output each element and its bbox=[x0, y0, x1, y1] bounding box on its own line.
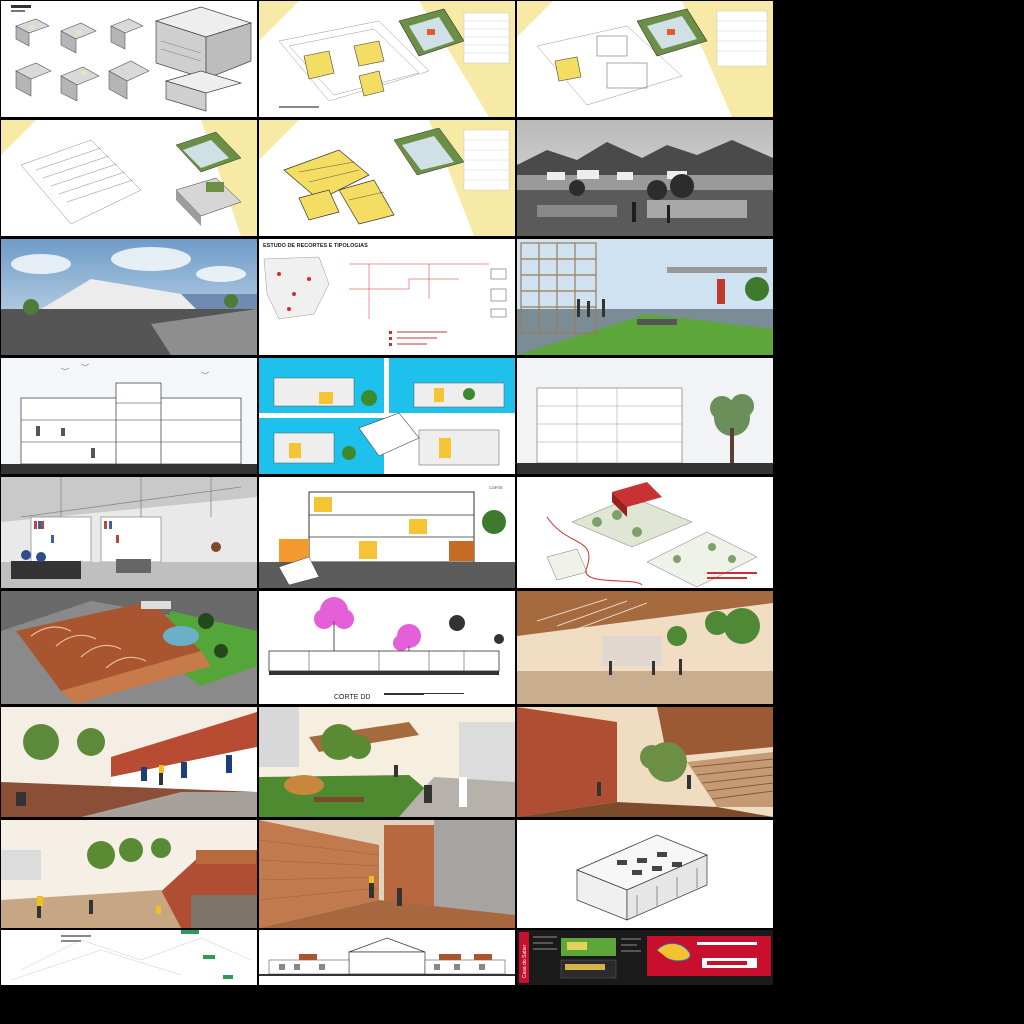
render-street-walk-image bbox=[1, 707, 257, 817]
render-courtyard-image bbox=[259, 707, 515, 817]
study-recortes-drawing: ESTUDO DE RECORTES E TIPOLOGIAS bbox=[259, 239, 515, 355]
tile-render-courtyard[interactable] bbox=[259, 707, 515, 817]
axonometric-diagrams-drawing bbox=[1, 1, 257, 117]
floor-plan-1-drawing bbox=[259, 1, 515, 117]
site-plan-light-drawing bbox=[1, 930, 257, 985]
tile-axonometric-diagrams[interactable] bbox=[1, 1, 257, 117]
tile-site-photo-street[interactable] bbox=[1, 239, 257, 355]
tile-render-street-walk[interactable] bbox=[1, 707, 257, 817]
ground-floor-plan-drawing bbox=[259, 120, 515, 236]
render-covered-plaza-image bbox=[517, 591, 773, 704]
axonometric-route-drawing bbox=[517, 477, 773, 588]
sheet-side-label: Casa do Saber bbox=[522, 944, 528, 978]
tile-elevation-brick-long[interactable] bbox=[259, 930, 515, 985]
tile-elevation-tree[interactable] bbox=[517, 358, 773, 474]
tile-roof-plan[interactable] bbox=[1, 120, 257, 236]
tile-render-plaza-wood-pavilion[interactable] bbox=[517, 239, 773, 355]
tile-section-dd[interactable]: CORTE DD bbox=[259, 591, 515, 704]
render-brick-stairs-image bbox=[517, 707, 773, 817]
elevations-color-drawing bbox=[259, 358, 515, 474]
tile-floor-plan-2[interactable] bbox=[517, 1, 773, 117]
section-dd-drawing: CORTE DD bbox=[259, 591, 515, 704]
tile-ground-floor-plan[interactable] bbox=[259, 120, 515, 236]
axonometric-white-drawing bbox=[517, 820, 773, 928]
floor-plan-2-drawing bbox=[517, 1, 773, 117]
study-title: ESTUDO DE RECORTES E TIPOLOGIAS bbox=[263, 243, 368, 249]
tile-interior-library-render[interactable] bbox=[1, 477, 257, 588]
elevation-tree-drawing bbox=[517, 358, 773, 474]
tile-render-brick-stairs[interactable] bbox=[517, 707, 773, 817]
tile-axonometric-white[interactable] bbox=[517, 820, 773, 928]
render-plaza-wood-pavilion-image bbox=[517, 239, 773, 355]
section-white-building-drawing bbox=[1, 358, 257, 474]
aerial-brick-vaults-image bbox=[1, 591, 257, 704]
tile-site-plan-light[interactable] bbox=[1, 930, 257, 985]
interior-library-render-image bbox=[1, 477, 257, 588]
roof-plan-drawing bbox=[1, 120, 257, 236]
site-photo-mountains-image bbox=[517, 120, 773, 236]
tile-study-recortes-tipologias[interactable]: ESTUDO DE RECORTES E TIPOLOGIAS bbox=[259, 239, 515, 355]
tile-render-brick-corridor[interactable] bbox=[259, 820, 515, 928]
tile-render-covered-plaza[interactable] bbox=[517, 591, 773, 704]
tile-section-white-building[interactable] bbox=[1, 358, 257, 474]
section-label: CORTE bbox=[489, 485, 503, 490]
elevation-brick-long-drawing bbox=[259, 930, 515, 985]
render-brick-corridor-image bbox=[259, 820, 515, 928]
tile-section-color-building[interactable]: CORTE bbox=[259, 477, 515, 588]
section-color-building-drawing: CORTE bbox=[259, 477, 515, 588]
section-dd-title: CORTE DD bbox=[334, 694, 370, 701]
presentation-sheet-drawing: Casa do Saber bbox=[517, 930, 773, 985]
site-photo-street-image bbox=[1, 239, 257, 355]
tile-elevations-color[interactable] bbox=[259, 358, 515, 474]
tile-floor-plan-1[interactable] bbox=[259, 1, 515, 117]
render-wall-terraces-image bbox=[1, 820, 257, 928]
tile-aerial-brick-vaults[interactable] bbox=[1, 591, 257, 704]
tile-site-photo-mountains[interactable] bbox=[517, 120, 773, 236]
tile-presentation-sheet[interactable]: Casa do Saber bbox=[517, 930, 773, 985]
tile-render-wall-terraces[interactable] bbox=[1, 820, 257, 928]
tile-axonometric-route[interactable] bbox=[517, 477, 773, 588]
